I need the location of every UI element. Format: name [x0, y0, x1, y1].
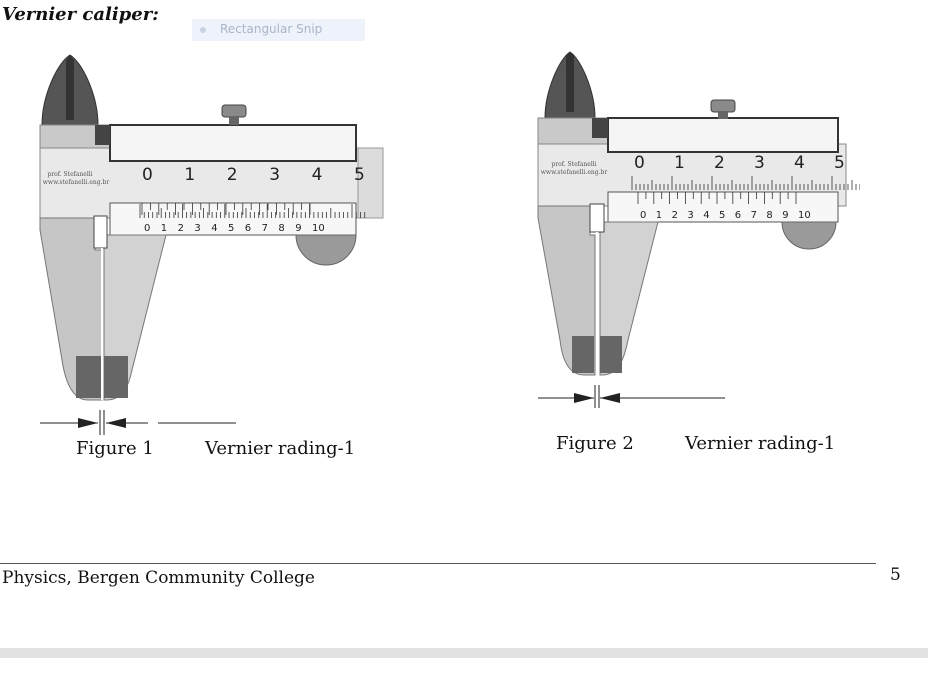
credit-line-1: prof. Stefanelli	[47, 171, 92, 178]
main-scale-label: 2	[714, 153, 725, 173]
caliper-body	[537, 51, 847, 376]
caliper-body	[39, 54, 384, 401]
vernier-scale-label: 6	[735, 210, 741, 221]
main-scale-label: 4	[312, 165, 323, 185]
section-heading: Vernier caliper:	[2, 4, 159, 25]
main-scale-label: 1	[674, 153, 685, 173]
vernier-scale-label: 2	[178, 223, 184, 234]
vernier-scale-label: 8	[766, 210, 772, 221]
snip-mode-icon	[200, 26, 206, 33]
vernier-scale-label: 2	[672, 210, 678, 221]
vernier-scale-label: 9	[295, 223, 301, 234]
vernier-scale-label: 6	[245, 223, 251, 234]
main-scale-label: 3	[754, 153, 765, 173]
figure-2-caption: Figure 2	[556, 433, 634, 454]
main-scale-label: 0	[142, 165, 153, 185]
figure-1-caption: Figure 1	[76, 438, 154, 459]
vernier-scale-label: 7	[262, 223, 268, 234]
vernier-scale-label: 9	[782, 210, 788, 221]
main-scale-label: 1	[184, 165, 195, 185]
footer-divider	[0, 563, 876, 564]
vernier-scale-label: 10	[798, 210, 811, 221]
main-scale: 0 1 2 3 4 5	[631, 153, 860, 190]
vernier-scale-label: 4	[703, 210, 709, 221]
main-scale: 0 1 2 3 4 5	[139, 165, 366, 218]
main-scale-label: 5	[834, 153, 845, 173]
main-scale-label: 4	[794, 153, 805, 173]
vernier-scale-label: 5	[228, 223, 234, 234]
main-scale-label: 2	[227, 165, 238, 185]
vernier-scale-label: 5	[719, 210, 725, 221]
gap-arrows	[40, 410, 236, 435]
credit-line-2: www.stefanelli.eng.br	[541, 169, 608, 176]
figure-2-reading-label: Vernier rading-1	[685, 433, 836, 454]
snip-label: Rectangular Snip	[220, 22, 323, 36]
gap-arrows	[538, 385, 725, 408]
page-number: 5	[890, 565, 901, 585]
page-bottom-edge	[0, 648, 928, 658]
vernier-scale-label: 3	[687, 210, 693, 221]
main-scale-label: 0	[634, 153, 645, 173]
rectangular-snip-button[interactable]: Rectangular Snip	[192, 19, 365, 41]
figure-1-reading-label: Vernier rading-1	[205, 438, 356, 459]
credit-line-2: www.stefanelli.eng.br	[43, 179, 110, 186]
vernier-scale-label: 3	[194, 223, 200, 234]
vernier-scale-label: 8	[278, 223, 284, 234]
vernier-scale-label: 1	[656, 210, 662, 221]
main-scale-label: 5	[354, 165, 365, 185]
credit-line-1: prof. Stefanelli	[551, 161, 596, 168]
vernier-scale-label: 0	[144, 223, 150, 234]
footer-text: Physics, Bergen Community College	[2, 568, 315, 588]
vernier-scale-label: 10	[312, 223, 325, 234]
vernier-scale-label: 0	[640, 210, 646, 221]
main-scale-label: 3	[269, 165, 280, 185]
vernier-scale-label: 7	[751, 210, 757, 221]
vernier-scale-label: 4	[211, 223, 217, 234]
vernier-scale-label: 1	[161, 223, 167, 234]
